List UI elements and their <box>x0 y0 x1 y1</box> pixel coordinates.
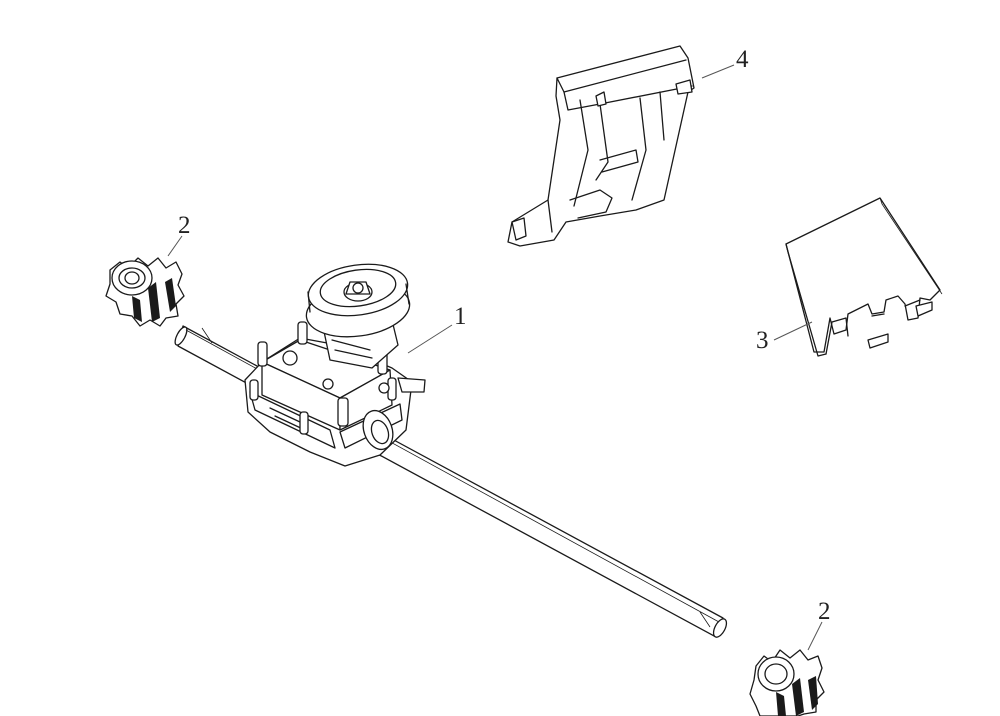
callout-1-leader <box>407 324 453 354</box>
callout-2-left: 2 <box>178 212 191 239</box>
callout-3: 3 <box>756 327 769 354</box>
callout-2-right: 2 <box>818 598 831 625</box>
bracket: 4 <box>507 45 749 247</box>
callout-1: 1 <box>454 303 467 330</box>
pinion-gear-left: 2 <box>105 212 191 327</box>
gearbox-housing <box>244 263 426 467</box>
callout-4: 4 <box>736 46 749 73</box>
pulley <box>305 263 411 338</box>
gearbox-assembly: 1 <box>174 263 728 638</box>
pinion-gear-right: 2 <box>749 598 831 716</box>
cover-plate: 3 <box>756 197 943 357</box>
